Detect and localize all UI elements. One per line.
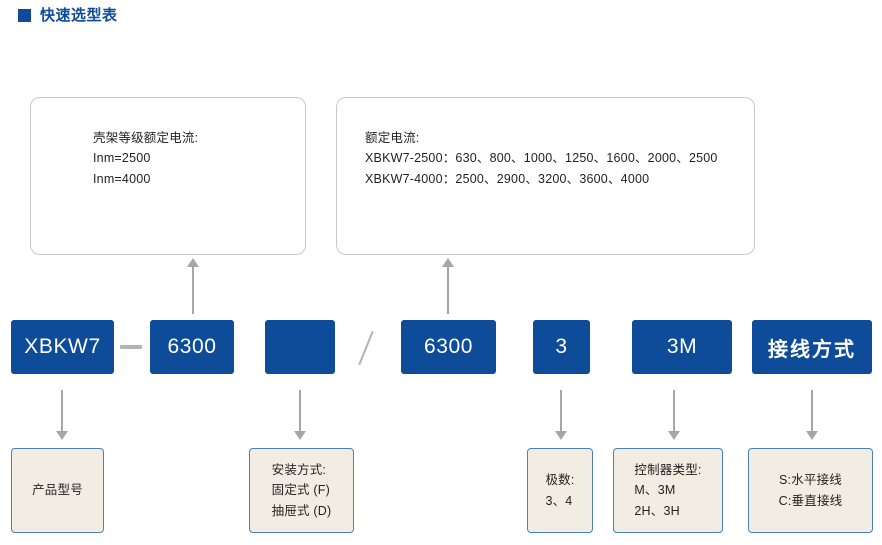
code-box-wiring-method[interactable]: 接线方式 xyxy=(752,320,872,374)
detail-box-controller-types: 控制器类型: M、3M 2H、3H xyxy=(613,448,723,533)
rated-current-panel: 额定电流: XBKW7-2500：630、800、1000、1250、1600、… xyxy=(336,97,755,255)
arrow-shaft xyxy=(560,390,562,432)
arrow-head-down-icon xyxy=(294,431,306,440)
detail-box-mounting-method: 安装方式: 固定式 (F) 抽屉式 (D) xyxy=(249,448,354,533)
code-box-pole-count[interactable]: 3 xyxy=(533,320,590,374)
code-box-label: 3 xyxy=(555,335,568,358)
code-box-label: 6300 xyxy=(167,335,217,358)
detail-box-product-model: 产品型号 xyxy=(11,448,104,533)
arrow-down-product-model xyxy=(55,390,69,440)
detail-box-poles: 极数: 3、4 xyxy=(527,448,593,533)
arrow-down-mounting-method xyxy=(293,390,307,440)
code-box-controller-type[interactable]: 3M xyxy=(632,320,732,374)
arrow-head-up-icon xyxy=(187,258,199,267)
arrow-shaft xyxy=(61,390,63,432)
arrow-head-down-icon xyxy=(555,431,567,440)
arrow-down-controller-types xyxy=(667,390,681,440)
code-box-label: XBKW7 xyxy=(24,335,101,358)
detail-text: 极数: 3、4 xyxy=(545,473,575,508)
arrow-head-up-icon xyxy=(442,258,454,267)
arrow-shaft xyxy=(447,266,449,314)
arrow-head-down-icon xyxy=(806,431,818,440)
arrow-up-rated-current xyxy=(441,258,455,314)
frame-rated-current-text: 壳架等级额定电流: Inm=2500 Inm=4000 xyxy=(93,131,199,186)
detail-text: 安装方式: 固定式 (F) 抽屉式 (D) xyxy=(271,463,332,518)
arrow-down-wiring-options xyxy=(805,390,819,440)
arrow-shaft xyxy=(299,390,301,432)
page-header: 快速选型表 xyxy=(18,8,118,23)
detail-text: 控制器类型: M、3M 2H、3H xyxy=(634,463,702,518)
code-box-label: 3M xyxy=(666,335,698,358)
code-box-rated-current[interactable]: 6300 xyxy=(401,320,496,374)
arrow-shaft xyxy=(673,390,675,432)
code-box-mounting-type[interactable] xyxy=(265,320,335,374)
detail-box-wiring-options: S:水平接线 C:垂直接线 xyxy=(748,448,873,533)
arrow-down-poles xyxy=(554,390,568,440)
arrow-head-down-icon xyxy=(56,431,68,440)
code-box-product-series[interactable]: XBKW7 xyxy=(11,320,114,374)
code-box-label: 接线方式 xyxy=(768,338,856,361)
arrow-head-down-icon xyxy=(668,431,680,440)
detail-text: 产品型号 xyxy=(32,483,83,498)
code-box-frame-rating[interactable]: 6300 xyxy=(150,320,234,374)
frame-rated-current-panel: 壳架等级额定电流: Inm=2500 Inm=4000 xyxy=(30,97,306,255)
dash-separator-icon xyxy=(120,345,142,349)
rated-current-text: 额定电流: XBKW7-2500：630、800、1000、1250、1600、… xyxy=(365,131,718,186)
slash-separator-icon xyxy=(358,330,374,366)
arrow-up-frame-rating xyxy=(186,258,200,314)
detail-text: S:水平接线 C:垂直接线 xyxy=(778,473,843,508)
blue-square-icon xyxy=(18,9,31,22)
page-title: 快速选型表 xyxy=(40,7,118,24)
arrow-shaft xyxy=(811,390,813,432)
code-box-label: 6300 xyxy=(423,335,474,358)
arrow-shaft xyxy=(192,266,194,314)
